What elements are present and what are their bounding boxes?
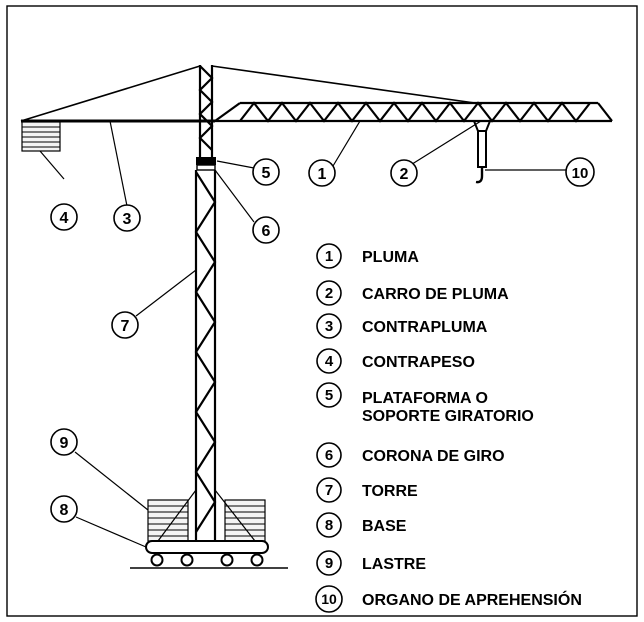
legend-label: CONTRAPLUMA <box>362 319 488 336</box>
legend-label: CARRO DE PLUMA <box>362 286 509 303</box>
legend-item-1: 1 PLUMA <box>316 243 419 269</box>
trolley-and-hook <box>473 120 491 184</box>
legend-number: 5 <box>325 387 333 404</box>
ballast-left <box>147 499 189 542</box>
base-brace-right <box>214 489 256 542</box>
callout-number: 7 <box>121 318 130 335</box>
callout-8: 8 <box>50 495 78 523</box>
crane-drawing <box>20 65 613 569</box>
legend-number: 2 <box>325 285 333 302</box>
legend-number: 9 <box>325 555 333 572</box>
callout-number: 10 <box>572 165 589 182</box>
legend-label-line2: SOPORTE GIRATORIO <box>362 408 534 425</box>
callout-number: 2 <box>400 166 409 183</box>
base-wheel <box>150 553 164 567</box>
callout-4: 4 <box>50 203 78 231</box>
base-wheel <box>250 553 264 567</box>
callout-number: 9 <box>60 435 69 452</box>
callout-9: 9 <box>50 428 78 456</box>
base-chassis <box>145 540 269 554</box>
legend-number: 7 <box>325 482 333 499</box>
callout-5: 5 <box>252 158 280 186</box>
callout-3: 3 <box>113 204 141 232</box>
legend-label: ORGANO DE APREHENSIÓN <box>362 590 582 609</box>
base-brace-left <box>157 489 197 542</box>
tower <box>194 170 217 541</box>
legend-number: 8 <box>325 517 333 534</box>
legend: 1 PLUMA 2 CARRO DE PLUMA 3 CONTRAPLUMA 4… <box>315 243 582 613</box>
ballast-right <box>224 499 266 542</box>
jib-truss <box>214 101 613 123</box>
legend-item-4: 4 CONTRAPESO <box>316 348 475 374</box>
legend-item-10: 10 ORGANO DE APREHENSIÓN <box>315 585 582 613</box>
callout-number: 6 <box>262 223 271 240</box>
callout-number: 1 <box>318 166 327 183</box>
legend-label: CONTRAPESO <box>362 354 475 371</box>
legend-label: CORONA DE GIRO <box>362 448 505 465</box>
legend-number: 1 <box>325 248 333 265</box>
callout-number: 5 <box>262 165 271 182</box>
callout-2: 2 <box>390 159 418 187</box>
legend-number: 10 <box>321 591 337 607</box>
legend-item-6: 6 CORONA DE GIRO <box>316 442 505 468</box>
legend-item-8: 8 BASE <box>316 512 407 538</box>
legend-item-2: 2 CARRO DE PLUMA <box>316 280 509 306</box>
callout-number: 3 <box>123 211 132 228</box>
counterweight <box>21 121 61 152</box>
jib-tie-cable <box>211 65 483 105</box>
legend-number: 4 <box>325 353 334 370</box>
tower-head <box>198 65 214 158</box>
legend-label: TORRE <box>362 483 418 500</box>
base-wheel <box>180 553 194 567</box>
legend-item-3: 3 CONTRAPLUMA <box>316 313 488 339</box>
base-wheel <box>220 553 234 567</box>
legend-label: PLUMA <box>362 249 419 266</box>
legend-item-9: 9 LASTRE <box>316 550 426 576</box>
diagram-callouts: 1 2 3 4 5 6 7 8 <box>50 157 595 523</box>
legend-label: PLATAFORMA O <box>362 390 488 407</box>
slewing-platform <box>196 157 216 165</box>
callout-1: 1 <box>308 159 336 187</box>
legend-item-7: 7 TORRE <box>316 477 418 503</box>
counter-jib-tie-cable <box>20 65 201 122</box>
diagram-frame <box>6 5 638 617</box>
legend-item-5: 5 PLATAFORMA O SOPORTE GIRATORIO <box>316 382 534 425</box>
callout-number: 4 <box>60 210 69 227</box>
legend-number: 3 <box>325 318 333 335</box>
leader-lines <box>39 120 569 548</box>
legend-label: LASTRE <box>362 556 426 573</box>
callout-10: 10 <box>565 157 595 187</box>
slewing-ring <box>196 164 216 171</box>
legend-number: 6 <box>325 447 333 464</box>
callout-7: 7 <box>111 311 139 339</box>
callout-number: 8 <box>60 502 69 519</box>
legend-label: BASE <box>362 518 407 535</box>
callout-6: 6 <box>252 216 280 244</box>
